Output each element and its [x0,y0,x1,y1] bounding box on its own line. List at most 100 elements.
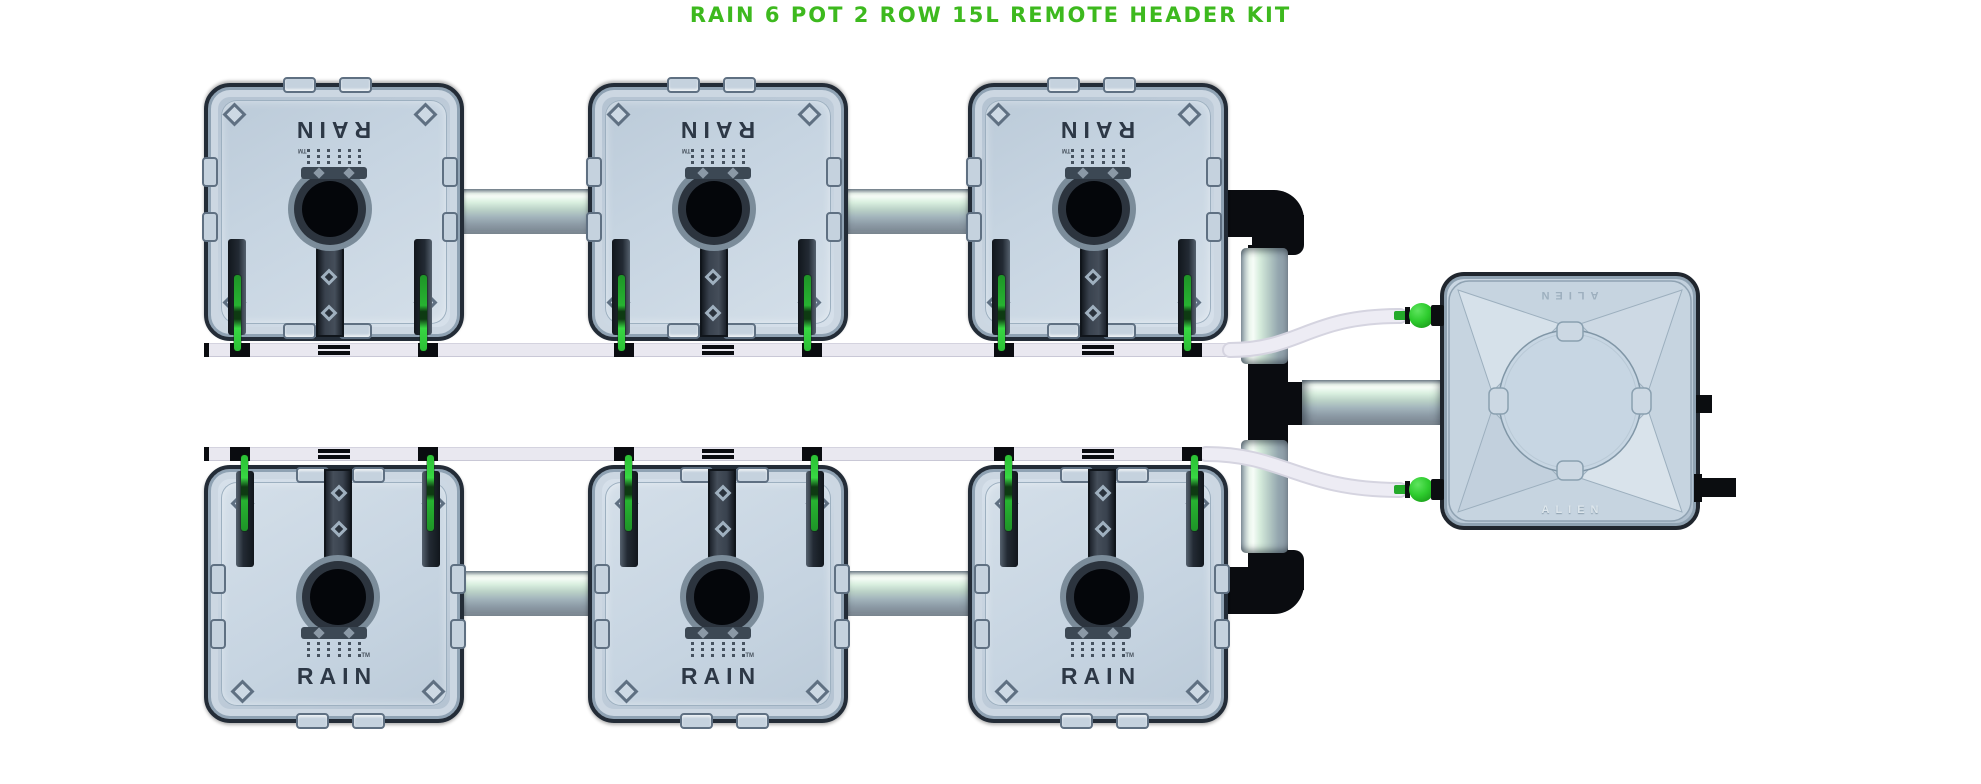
sprinkler-icon [301,167,367,179]
clip-right [1186,455,1204,567]
drip-channel [316,241,344,337]
diamond-icon [1084,268,1102,286]
header-feed-pipe [1302,380,1444,425]
clip-left [414,239,432,351]
trademark: TM [361,653,370,659]
clip-right [806,455,824,567]
remote-header-tank: ALIEN ALIEN [1440,272,1736,530]
feed-pipe-top-2 [840,189,974,234]
trademark: TM [1125,653,1134,659]
drip-lines-icon [691,642,745,660]
black-elbow-bottom-rise [1252,550,1304,590]
valve-bottom [1394,477,1444,502]
pot-1: TM RAIN [202,77,464,357]
pot-body: TM RAIN [968,455,1230,729]
valve-ball [1409,303,1434,328]
riser-sleeve-top [1241,248,1288,364]
clip-left [1178,239,1196,351]
valve-tank-fitting [1431,305,1444,326]
plant-hole [1074,569,1130,625]
clip-left [798,239,816,351]
return-tube-bottom [1200,448,1406,496]
clip-left [620,455,638,567]
drip-lines-icon [1071,146,1125,164]
feed-pipe-top-1 [455,189,595,234]
valve-top [1394,303,1444,328]
tank-brand-label-top: ALIEN [1535,289,1599,301]
drip-lines-icon [691,146,745,164]
drip-lines-icon [1071,642,1125,660]
feed-pipe-bottom-1 [455,571,595,616]
sprinkler-icon [685,627,751,639]
return-tube-bottom-edge [1198,446,1408,498]
return-pipe-bottom-endcap [204,447,209,461]
clip-left [236,455,254,567]
pot-brand-label: RAIN [296,663,378,689]
drip-channel [700,241,728,337]
diamond-icon [320,268,338,286]
pot-body: TM RAIN [588,455,850,729]
plant-hole [686,181,742,237]
diamond-icon [714,484,732,502]
diamond-icon [1094,484,1112,502]
trademark: TM [682,147,691,153]
tank-port-right-mid [1696,395,1712,413]
drip-lines-icon [307,642,361,660]
black-tee-branch [1248,382,1304,425]
pot-branding: TM RAIN [208,627,460,690]
channel-union [702,343,734,357]
plant-hole [1066,181,1122,237]
tank-port-right-bottom [1696,478,1736,497]
page-title: RAIN 6 POT 2 ROW 15L REMOTE HEADER KIT [689,3,1292,27]
channel-union [1082,447,1114,461]
diamond-icon [330,520,348,538]
tank-face [1448,280,1692,522]
clip-right [992,239,1010,351]
sprinkler-icon [301,627,367,639]
pot-branding: TM RAIN [592,627,844,690]
pot-body: TM RAIN [202,77,464,351]
diamond-icon [704,268,722,286]
riser-sleeve-bottom [1241,440,1288,553]
pot-4: TM RAIN [204,447,466,729]
diamond-icon [714,520,732,538]
clip-left [1000,455,1018,567]
pot-3: TM RAIN [966,77,1228,357]
return-pipe-top [204,343,1234,357]
pot-brand-label: RAIN [680,663,762,689]
return-pipe-top-endcap [204,343,209,357]
diamond-icon [330,484,348,502]
trademark: TM [298,147,307,153]
trademark: TM [745,653,754,659]
pot-body: TM RAIN [966,77,1228,351]
channel-union [702,447,734,461]
clip-right [228,239,246,351]
drip-channel [708,469,736,565]
diamond-icon [1094,520,1112,538]
tank-brand-label-bottom: ALIEN [1541,504,1605,516]
sprinkler-icon [1065,627,1131,639]
pot-branding: TM RAIN [592,116,844,179]
diamond-icon [1084,304,1102,322]
trademark: TM [1062,147,1071,153]
valve-tank-fitting [1431,479,1444,500]
pot-6: TM RAIN [968,447,1230,729]
drip-channel [1080,241,1108,337]
plant-hole [694,569,750,625]
plant-hole [310,569,366,625]
diamond-icon [704,304,722,322]
clip-right [422,455,440,567]
channel-union [1082,343,1114,357]
pot-brand-label: RAIN [674,117,756,143]
pot-body: TM RAIN [204,455,466,729]
drip-lines-icon [307,146,361,164]
pot-body: TM RAIN [586,77,848,351]
channel-union [318,447,350,461]
pot-2: TM RAIN [586,77,848,357]
clip-right [612,239,630,351]
pot-branding: TM RAIN [208,116,460,179]
pot-brand-label: RAIN [1054,117,1136,143]
plant-hole [302,181,358,237]
sprinkler-icon [685,167,751,179]
